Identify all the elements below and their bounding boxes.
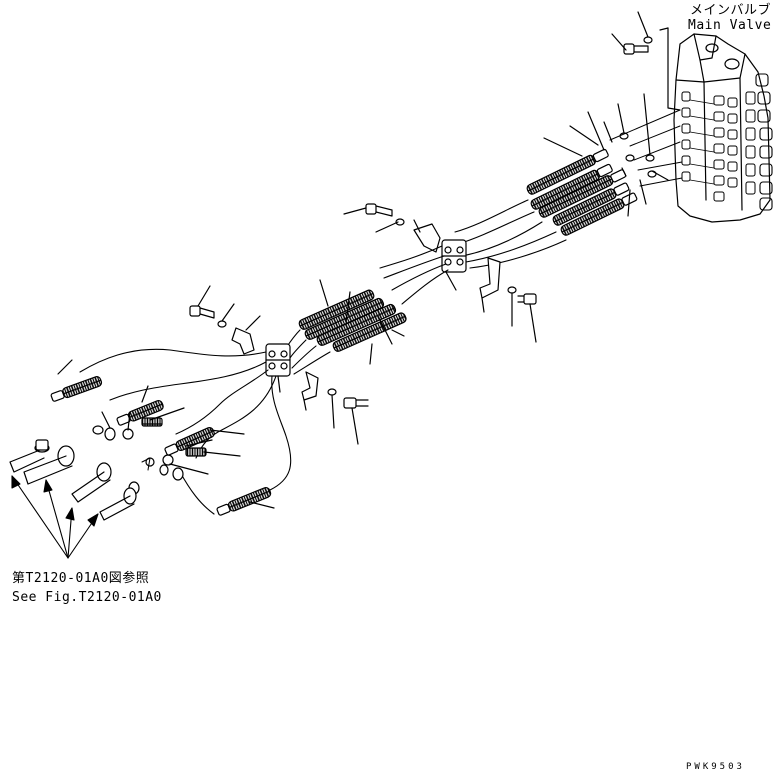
bolt-icon (343, 397, 369, 409)
leader-line (543, 137, 583, 157)
bolt-icon (365, 203, 393, 217)
clamp-bracket (413, 223, 441, 253)
leader-line (319, 279, 405, 365)
clamp-icon (265, 343, 291, 377)
bolt-icon (189, 305, 215, 319)
washer-icon (217, 320, 227, 328)
leader-line (343, 207, 421, 233)
main-valve-label-jp: メインバルブ (690, 3, 772, 18)
clamp-icon (441, 239, 467, 273)
washer-icon (507, 286, 517, 294)
leader-line (141, 385, 149, 403)
main-valve-icon (673, 33, 773, 223)
hose-icon (298, 289, 407, 352)
washer-icon (327, 388, 337, 396)
hose-icon (50, 376, 103, 402)
leader-line (667, 27, 681, 111)
drawing-code: PWK9503 (686, 762, 745, 772)
clamp-bracket (301, 371, 319, 401)
clamp-bracket (479, 257, 501, 299)
clamp-bracket (231, 327, 255, 355)
bolt-icon (623, 43, 649, 55)
leader-line (611, 33, 627, 51)
leader-line (209, 429, 245, 435)
o-ring-icon (643, 36, 653, 44)
leader-line (197, 285, 261, 331)
washer-icon (395, 218, 405, 226)
bolt-icon (517, 293, 537, 305)
leader-line (277, 375, 359, 445)
adapter-icon (9, 439, 184, 521)
main-valve-label-en: Main Valve (688, 18, 772, 33)
leader-line (445, 271, 537, 343)
see-figure-label-jp: 第T2120-01A0図参照 (12, 571, 150, 586)
leader-line (57, 359, 73, 375)
arrow-icon (11, 475, 99, 559)
hose-icon (526, 148, 638, 236)
leader-line (569, 111, 647, 217)
hose-icon (216, 486, 272, 516)
leader-line (249, 501, 275, 509)
leader-line (101, 407, 241, 475)
leader-line (637, 11, 649, 38)
see-figure-label-en: See Fig.T2120-01A0 (12, 590, 162, 605)
leader-line (617, 93, 669, 181)
